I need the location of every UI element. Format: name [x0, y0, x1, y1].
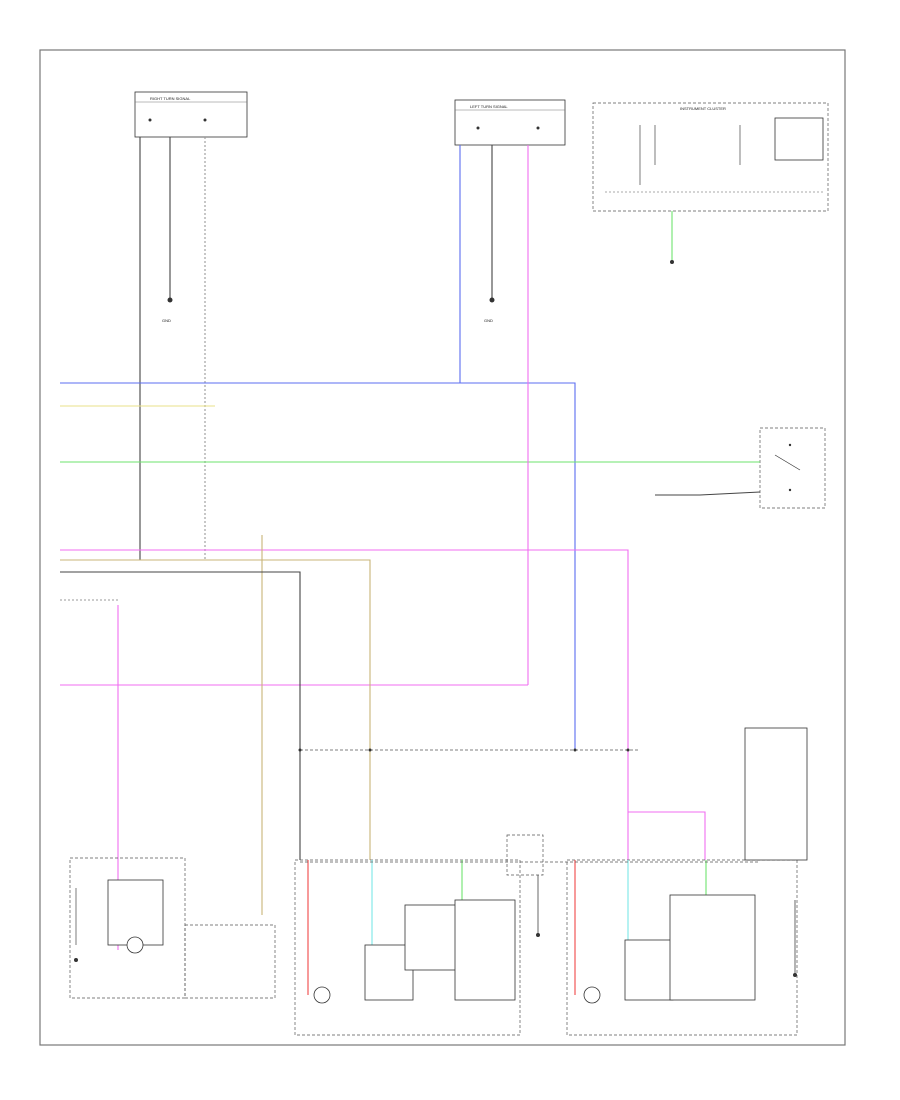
- headlight-relay: [506, 834, 544, 937]
- svg-text:LEFT TURN SIGNAL: LEFT TURN SIGNAL: [470, 104, 508, 109]
- instrument-cluster: INSTRUMENT CLUSTER: [592, 102, 829, 212]
- wire-tan: [60, 559, 371, 860]
- right-turn-signal-sensor: RIGHT TURN SIGNAL: [134, 91, 248, 138]
- wire-pink-upper: [60, 549, 629, 860]
- svg-text:GND: GND: [484, 318, 493, 323]
- diagram-border: [39, 49, 846, 1046]
- right-tail-light-assembly: [69, 857, 276, 999]
- svg-text:GND: GND: [162, 318, 171, 323]
- wire-black-lower: [60, 571, 301, 860]
- headlight-switch: [759, 427, 826, 509]
- wire-headlight-switch-low: [655, 491, 761, 496]
- ground-symbol: [167, 297, 173, 303]
- svg-text:INSTRUMENT CLUSTER: INSTRUMENT CLUSTER: [680, 106, 726, 111]
- wire-pink-left-headlight: [628, 811, 706, 860]
- ground-symbol-2: [489, 297, 495, 303]
- wire-blue: [60, 382, 576, 750]
- svg-text:RIGHT TURN SIGNAL: RIGHT TURN SIGNAL: [150, 96, 191, 101]
- right-headlight: [294, 859, 521, 1036]
- left-turn-signal-sensor: LEFT TURN SIGNAL: [454, 99, 566, 146]
- left-headlight: [566, 727, 808, 1036]
